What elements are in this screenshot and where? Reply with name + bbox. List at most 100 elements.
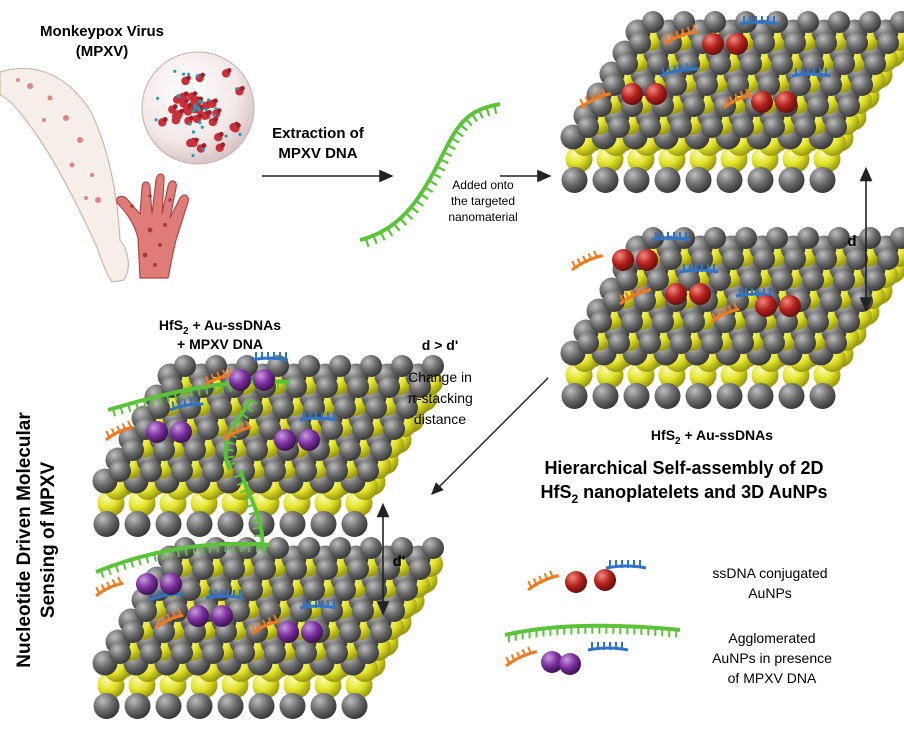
aunp [274,429,296,451]
ssdna-base [722,307,728,316]
hafnium-atom [685,383,712,409]
hafnium-atom [797,227,819,249]
hafnium-atom [735,227,757,249]
hafnium-atom [267,537,289,559]
ssdna-base [664,34,669,43]
hafnium-atom [828,227,850,249]
ssdna-backbone [527,574,560,592]
hafnium-atom [360,537,382,559]
mpxv-dna-base [239,488,248,494]
virus-protein [179,108,185,114]
hafnium-atom [155,511,182,537]
hafnium-atom [577,332,599,354]
hafnium-atom [197,418,219,440]
hafnium-atom [833,269,855,291]
dna-base [450,137,460,144]
ssdna-blue [605,560,647,570]
mpxv-dna-base [181,390,186,399]
hafnium-atom [236,537,258,559]
virus-dot [193,103,197,107]
ssdna-base [177,400,181,409]
hafnium-atom [716,167,743,193]
virus-dot [200,125,204,129]
ssdna-orange [571,250,604,272]
aunp [253,369,275,391]
hafnium-atom [298,355,320,377]
hafnium-atom [303,397,325,419]
hafnium-atom [683,311,705,333]
hafnium-atom [807,95,829,117]
aunp [689,283,711,305]
arm-icon [0,67,129,283]
hafnium-atom [859,227,881,249]
hafnium-atom [815,32,837,54]
mpxv-dna-base [253,534,263,537]
ssdna-backbone [505,650,538,668]
hafnium-atom [561,167,588,193]
hafnium-atom [316,558,338,580]
hierarchical-line2: HfS2 nanoplatelets and 3D AuNPs [540,482,827,506]
hafnium-atom [295,642,317,664]
mpxv-dna-base [114,564,120,573]
mpxv-dna-base [233,473,242,479]
dna-base [464,118,473,127]
hafnium-atom [696,74,718,96]
hafnium-atom [246,439,268,461]
legend-aunp-icon [527,560,647,593]
slab-right-bottom [560,227,904,409]
mpxv-dna-base [213,385,217,394]
ssdna-orange [527,570,560,592]
hafnium-atom [747,383,774,409]
hafnium-atom [877,248,899,270]
hafnium-atom [709,269,731,291]
hafnium-atom [285,558,307,580]
hafnium-atom [732,116,754,138]
hafnium-atom [370,621,392,643]
mpxv-dna-base [192,546,196,555]
d-compare-label: d > d' [422,337,458,353]
hafnium-atom [673,11,695,33]
hafnium-atom [295,460,317,482]
surface-decorations [95,16,831,643]
hafnium-atom [639,332,661,354]
ssdna-base [571,260,577,269]
aunp [645,83,667,105]
aunp [726,33,748,55]
hafnium-atom [616,53,638,75]
virus-protein [235,123,241,128]
virus-dot [204,107,208,111]
hafnium-atom [422,355,444,377]
mpxv-dna-base [99,569,105,578]
hafnium-atom [303,579,325,601]
hafnium-atom [329,355,351,377]
aunp-agglomerated [559,653,581,675]
mpxv-dna-base [150,397,155,407]
hier-hfs-rest: nanoplatelets and 3D AuNPs [578,482,827,502]
extraction-line2: MPXV DNA [278,145,357,162]
virus-dot [191,109,196,113]
hafnium-atom [815,248,837,270]
d-prime-label: d' [393,553,406,570]
mpxv-dna-base [226,440,235,445]
mpxv-dna-base [205,386,209,395]
ssdna-base [679,64,683,73]
aunp [136,573,158,595]
ssdna-blue [299,600,337,610]
ssdna-backbone [169,402,204,412]
hafnium-atom [794,332,816,354]
hafnium-atom [851,74,873,96]
hafnium-atom [753,248,775,270]
ssdna-base [239,423,245,432]
ssdna-orange [95,576,124,598]
ssdna-base [673,65,677,74]
mpxv-dna-base [252,526,262,530]
slab-right-top [560,11,904,193]
ssdna-base [692,24,697,33]
hafnium-atom [592,167,619,193]
hafnium-atom [825,116,847,138]
aunp-agglomerated [277,621,323,643]
ssdna-base [516,651,522,660]
added-line3: nanomaterial [448,210,517,224]
ssdna-base [171,401,175,410]
aunp [277,621,299,643]
